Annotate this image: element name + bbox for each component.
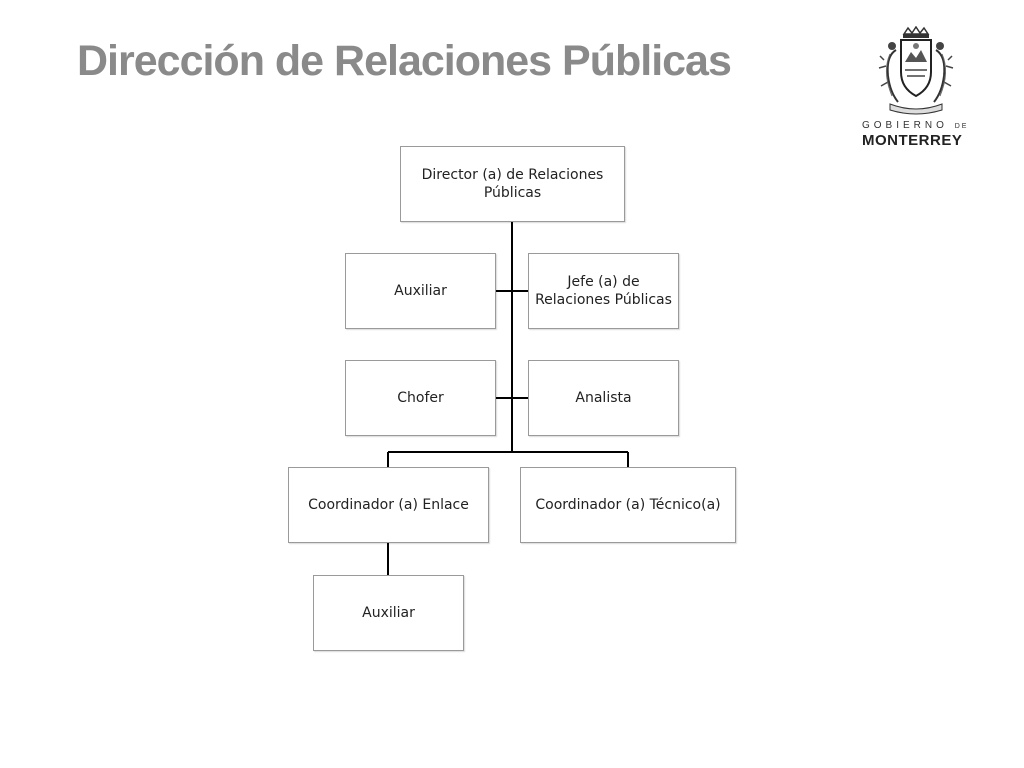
- org-node-coordinador-enlace: Coordinador (a) Enlace: [288, 467, 489, 543]
- logo-line1: GOBIERNO DE: [862, 120, 969, 131]
- city-crest-icon: [878, 26, 954, 115]
- org-node-analista: Analista: [528, 360, 679, 436]
- org-node-director: Director (a) de Relaciones Públicas: [400, 146, 625, 222]
- org-node-jefe: Jefe (a) de Relaciones Públicas: [528, 253, 679, 329]
- logo-line2: MONTERREY: [862, 132, 963, 149]
- org-node-auxiliar-top: Auxiliar: [345, 253, 496, 329]
- org-node-chofer: Chofer: [345, 360, 496, 436]
- org-node-auxiliar-bottom: Auxiliar: [313, 575, 464, 651]
- org-node-coordinador-tecnico: Coordinador (a) Técnico(a): [520, 467, 736, 543]
- page-title: Dirección de Relaciones Públicas: [77, 37, 732, 85]
- gobierno-monterrey-logo: GOBIERNO DE MONTERREY: [858, 26, 974, 150]
